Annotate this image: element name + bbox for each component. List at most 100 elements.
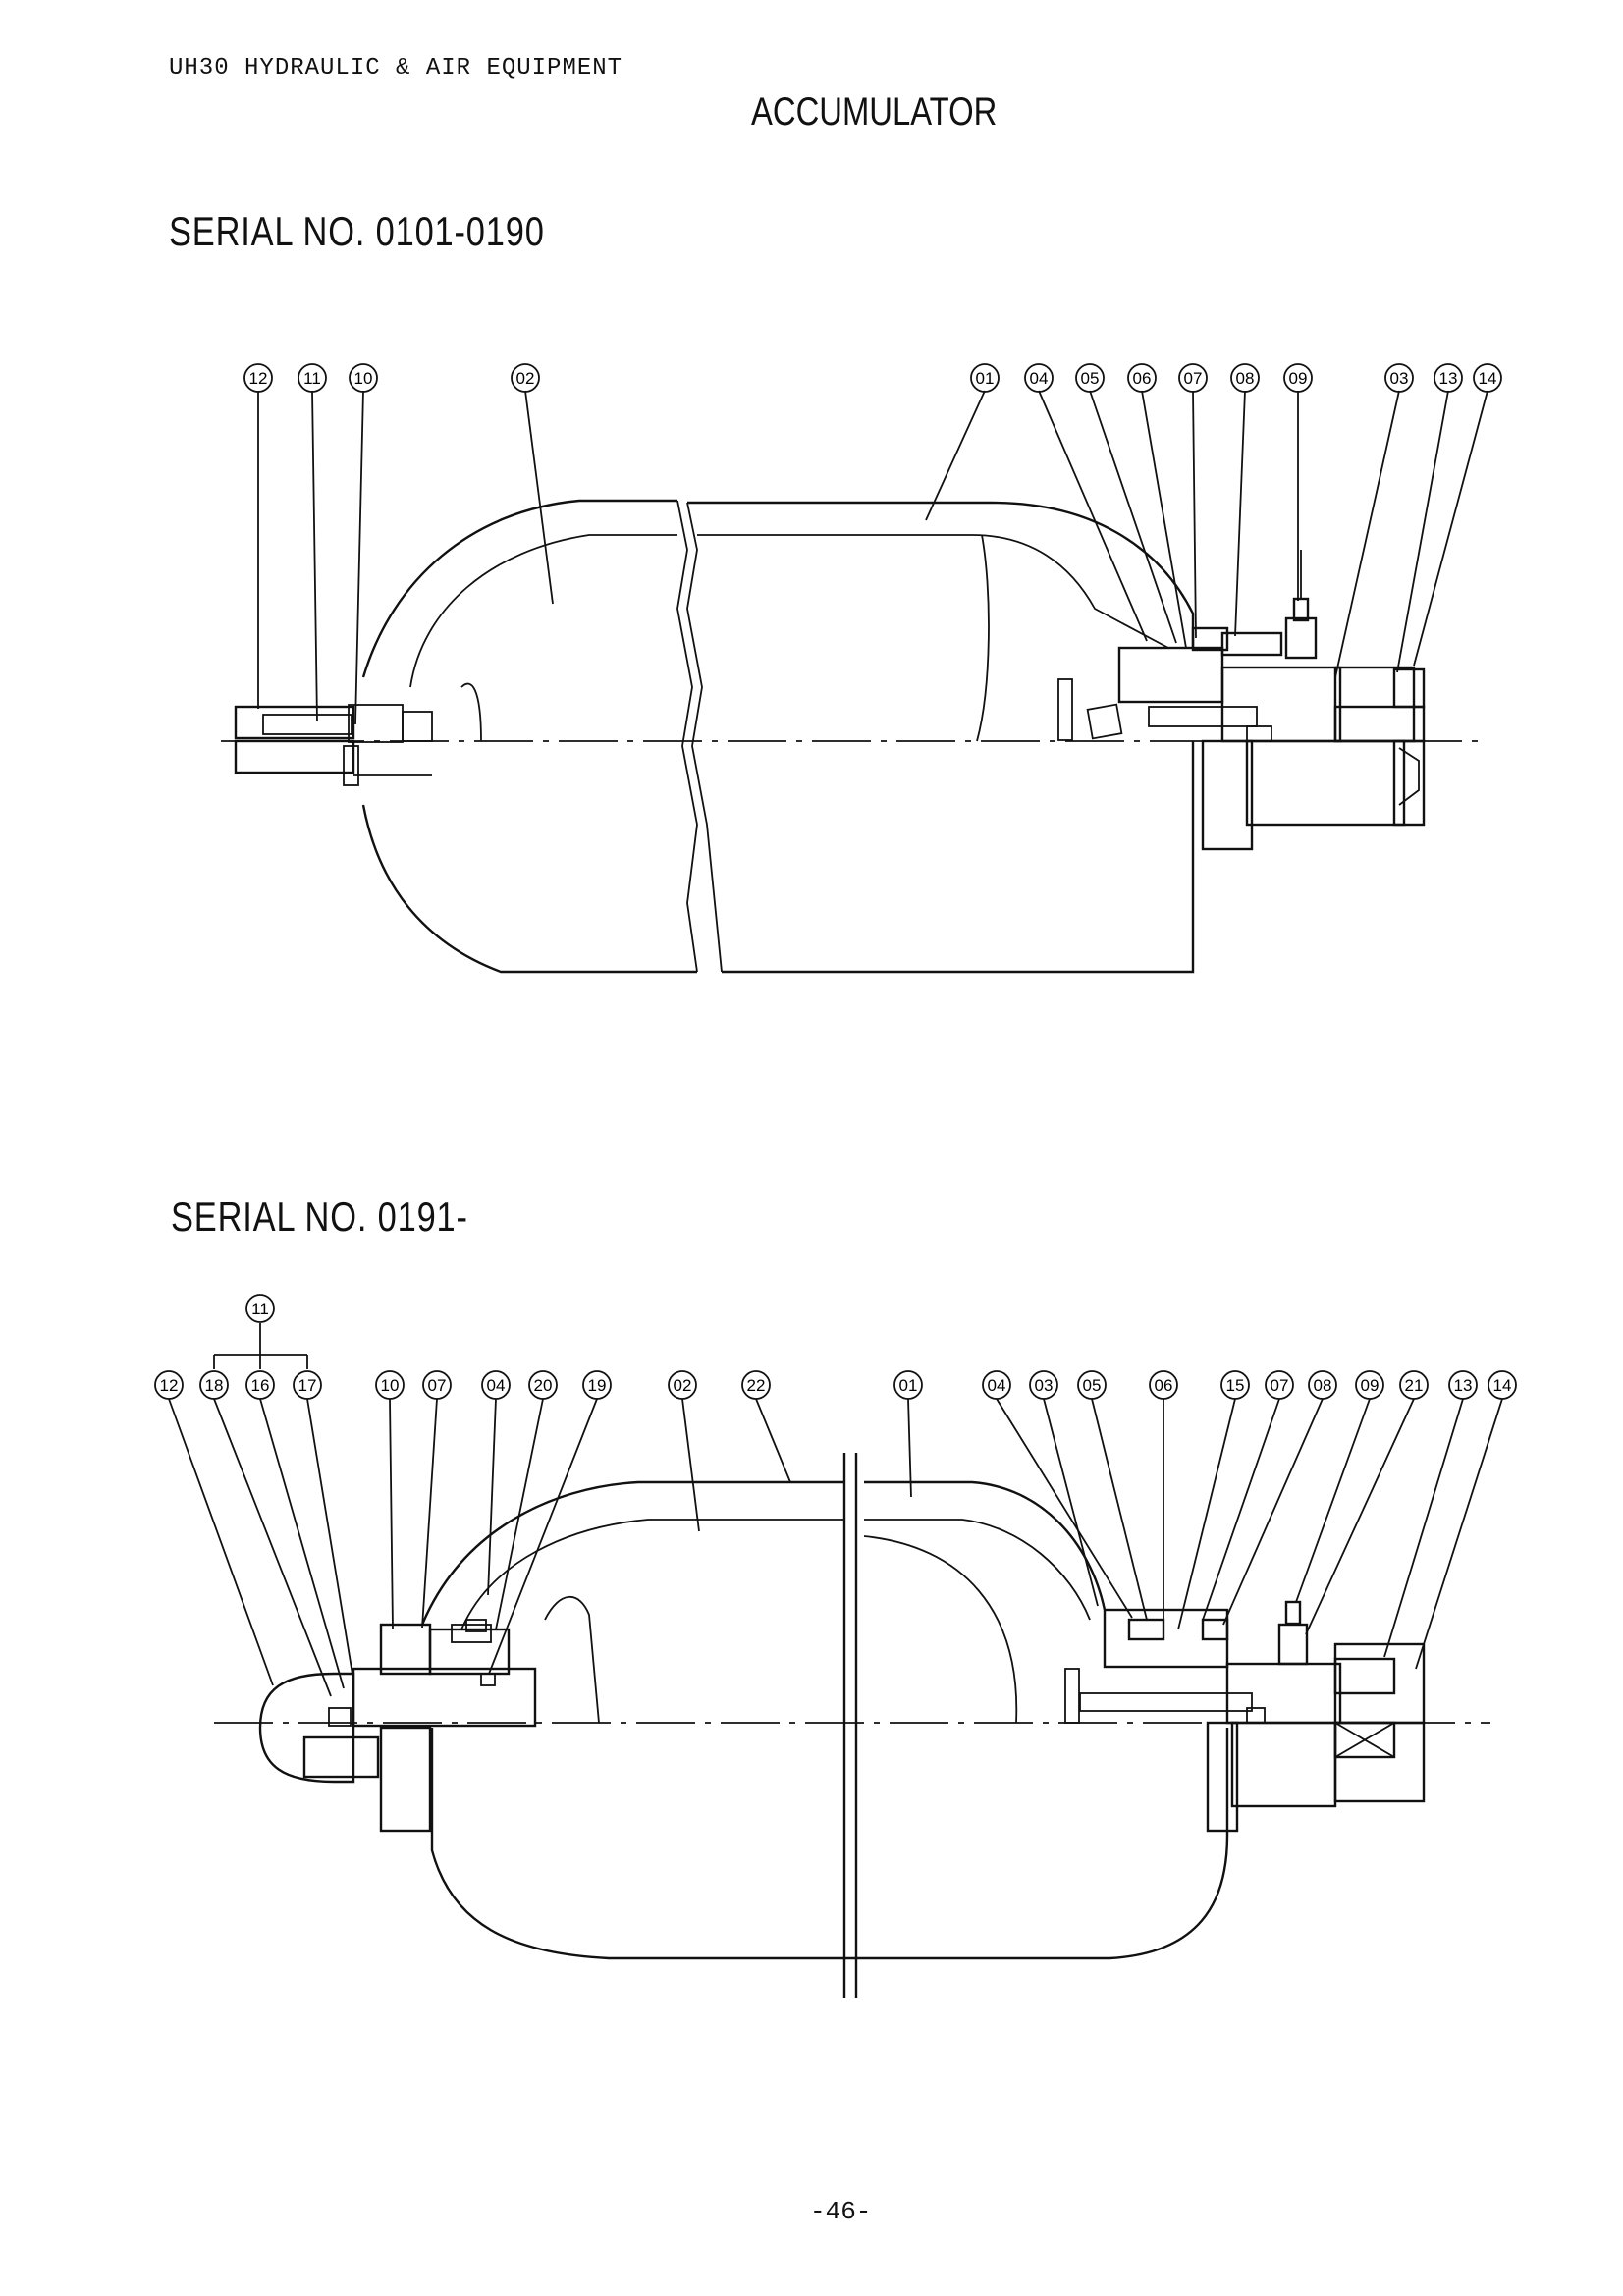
callouts-2: 11 12 18 16 17 10 07 04 20 19 02 22 01 0… bbox=[154, 1294, 1517, 1400]
shell-outline-2 bbox=[420, 1480, 1229, 1960]
bladder-inner-curve-2 bbox=[863, 1535, 1018, 1724]
serial-label-1: SERIAL NO. 0101-0190 bbox=[169, 208, 545, 254]
callout-2-17: 17 bbox=[293, 1370, 322, 1400]
shell-outline-1 bbox=[361, 499, 1195, 974]
bladder-outline-2 bbox=[460, 1519, 1091, 1630]
callout-2-16: 16 bbox=[245, 1370, 275, 1400]
callout-1-09: 09 bbox=[1283, 363, 1313, 393]
callout-2-14: 14 bbox=[1488, 1370, 1517, 1400]
gas-valve-assembly-2 bbox=[258, 1619, 537, 1833]
callout-2-13: 13 bbox=[1448, 1370, 1478, 1400]
svg-text:12: 12 bbox=[249, 369, 268, 388]
svg-text:21: 21 bbox=[1405, 1376, 1424, 1395]
svg-text:08: 08 bbox=[1314, 1376, 1332, 1395]
callout-2-19: 19 bbox=[582, 1370, 612, 1400]
svg-text:07: 07 bbox=[1271, 1376, 1289, 1395]
bladder-outline-1 bbox=[409, 534, 1169, 688]
svg-text:07: 07 bbox=[428, 1376, 447, 1395]
callout-2-06: 06 bbox=[1149, 1370, 1178, 1400]
oil-port-assembly-1 bbox=[1057, 550, 1426, 851]
svg-text:10: 10 bbox=[381, 1376, 400, 1395]
callout-2-18: 18 bbox=[199, 1370, 229, 1400]
group-bracket-11 bbox=[213, 1323, 308, 1369]
serial-label-2: SERIAL NO. 0191- bbox=[171, 1194, 468, 1240]
svg-text:06: 06 bbox=[1155, 1376, 1173, 1395]
svg-text:11: 11 bbox=[303, 369, 321, 388]
callout-2-10: 10 bbox=[375, 1370, 405, 1400]
svg-text:13: 13 bbox=[1439, 369, 1458, 388]
callout-2-02: 02 bbox=[668, 1370, 697, 1400]
callout-2-21: 21 bbox=[1399, 1370, 1429, 1400]
callout-2-07a: 07 bbox=[422, 1370, 452, 1400]
svg-text:20: 20 bbox=[534, 1376, 553, 1395]
callout-1-01: 01 bbox=[970, 363, 1000, 393]
svg-text:16: 16 bbox=[251, 1376, 270, 1395]
svg-text:05: 05 bbox=[1081, 369, 1100, 388]
callout-2-04b: 04 bbox=[982, 1370, 1011, 1400]
gas-valve-assembly-1 bbox=[234, 704, 433, 786]
svg-text:04: 04 bbox=[487, 1376, 506, 1395]
callout-2-08: 08 bbox=[1308, 1370, 1337, 1400]
bladder-fold-2 bbox=[544, 1596, 600, 1724]
break-line-1a bbox=[676, 500, 698, 973]
oil-port-assembly-2 bbox=[1064, 1600, 1426, 1833]
document-header: UH30 HYDRAULIC & AIR EQUIPMENT bbox=[169, 55, 623, 81]
svg-text:02: 02 bbox=[516, 369, 535, 388]
svg-text:22: 22 bbox=[747, 1376, 766, 1395]
callout-2-05: 05 bbox=[1077, 1370, 1107, 1400]
leader-lines-1 bbox=[257, 390, 1488, 725]
callout-2-07b: 07 bbox=[1265, 1370, 1294, 1400]
callout-2-09: 09 bbox=[1355, 1370, 1384, 1400]
svg-text:08: 08 bbox=[1236, 369, 1255, 388]
svg-text:10: 10 bbox=[354, 369, 373, 388]
svg-text:09: 09 bbox=[1361, 1376, 1380, 1395]
svg-text:02: 02 bbox=[674, 1376, 692, 1395]
callout-2-11-group: 11 bbox=[245, 1294, 275, 1323]
svg-text:09: 09 bbox=[1289, 369, 1308, 388]
svg-text:01: 01 bbox=[976, 369, 995, 388]
svg-text:12: 12 bbox=[160, 1376, 179, 1395]
svg-text:15: 15 bbox=[1226, 1376, 1245, 1395]
leader-lines-2 bbox=[168, 1398, 1503, 1697]
svg-text:03: 03 bbox=[1035, 1376, 1054, 1395]
svg-text:11: 11 bbox=[251, 1300, 269, 1318]
page-number: -46- bbox=[810, 2197, 872, 2226]
callout-1-07: 07 bbox=[1178, 363, 1208, 393]
callout-1-03: 03 bbox=[1384, 363, 1414, 393]
break-line-1b bbox=[686, 502, 723, 973]
page-title: ACCUMULATOR bbox=[751, 90, 998, 133]
callout-2-04a: 04 bbox=[481, 1370, 511, 1400]
callout-1-05: 05 bbox=[1075, 363, 1105, 393]
svg-text:17: 17 bbox=[298, 1376, 317, 1395]
svg-text:06: 06 bbox=[1133, 369, 1152, 388]
svg-text:07: 07 bbox=[1184, 369, 1203, 388]
bladder-fold-1 bbox=[460, 682, 482, 742]
callout-1-06: 06 bbox=[1127, 363, 1157, 393]
accumulator-diagram-1 bbox=[221, 390, 1488, 974]
callout-1-11: 11 bbox=[298, 363, 327, 393]
callout-1-04: 04 bbox=[1024, 363, 1054, 393]
svg-text:14: 14 bbox=[1479, 369, 1497, 388]
callout-1-14: 14 bbox=[1473, 363, 1502, 393]
callout-1-10: 10 bbox=[349, 363, 378, 393]
svg-text:05: 05 bbox=[1083, 1376, 1102, 1395]
bladder-inner-curve-1 bbox=[976, 534, 990, 742]
svg-text:04: 04 bbox=[988, 1376, 1006, 1395]
svg-text:01: 01 bbox=[899, 1376, 918, 1395]
svg-text:04: 04 bbox=[1030, 369, 1049, 388]
accumulator-diagram-2 bbox=[168, 1323, 1503, 1998]
callout-1-02: 02 bbox=[511, 363, 540, 393]
callout-1-13: 13 bbox=[1434, 363, 1463, 393]
callouts-1: 12 11 10 02 01 04 05 06 07 08 09 03 13 1… bbox=[243, 363, 1502, 393]
callout-2-03: 03 bbox=[1029, 1370, 1058, 1400]
svg-text:19: 19 bbox=[588, 1376, 607, 1395]
callout-1-08: 08 bbox=[1230, 363, 1260, 393]
callout-2-01: 01 bbox=[893, 1370, 923, 1400]
callout-2-22: 22 bbox=[741, 1370, 771, 1400]
svg-text:03: 03 bbox=[1390, 369, 1409, 388]
svg-text:13: 13 bbox=[1454, 1376, 1473, 1395]
callout-1-12: 12 bbox=[243, 363, 273, 393]
callout-2-12: 12 bbox=[154, 1370, 184, 1400]
svg-text:18: 18 bbox=[205, 1376, 224, 1395]
